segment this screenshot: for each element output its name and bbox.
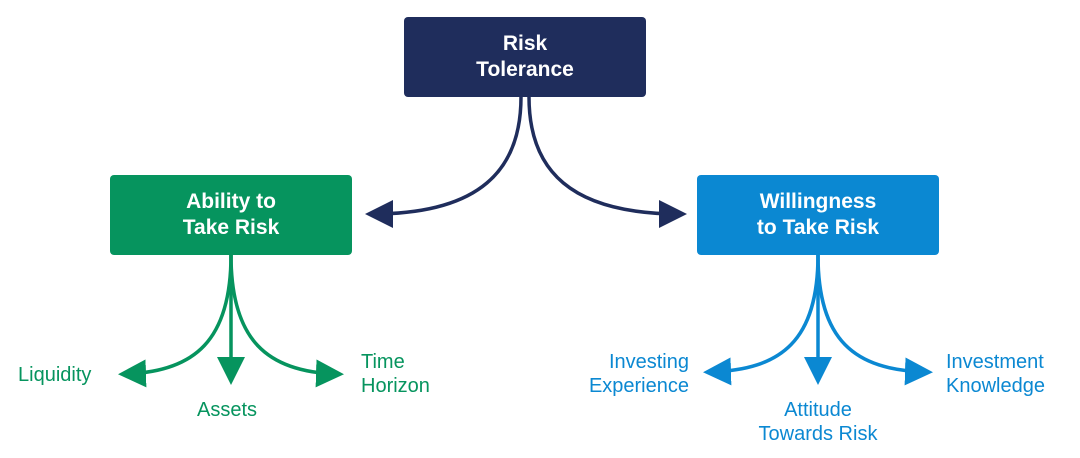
factor-assets: Assets <box>197 399 258 421</box>
arrow-ability-to-time-horizon <box>229 254 344 388</box>
factor-attitude-towards-risk: Attitude Towards Risk <box>758 399 878 445</box>
factor-time-horizon: Time Horizon <box>361 351 430 397</box>
arrow-root-to-willingness <box>527 96 687 228</box>
arrow-willingness-to-investing-experience <box>703 254 820 386</box>
risk-tolerance-box: Risk Tolerance <box>404 17 646 97</box>
factor-investment-knowledge: Investment Knowledge <box>946 351 1045 397</box>
factor-investing-experience: Investing Experience <box>588 351 689 397</box>
arrow-ability-to-liquidity <box>118 254 233 388</box>
willingness-to-take-risk-box: Willingness to Take Risk <box>697 175 939 255</box>
arrow-willingness-to-investment-knowledge <box>816 254 933 386</box>
ability-to-take-risk-box: Ability to Take Risk <box>110 175 352 255</box>
factor-liquidity: Liquidity <box>18 364 92 386</box>
arrow-root-to-ability <box>365 96 523 228</box>
